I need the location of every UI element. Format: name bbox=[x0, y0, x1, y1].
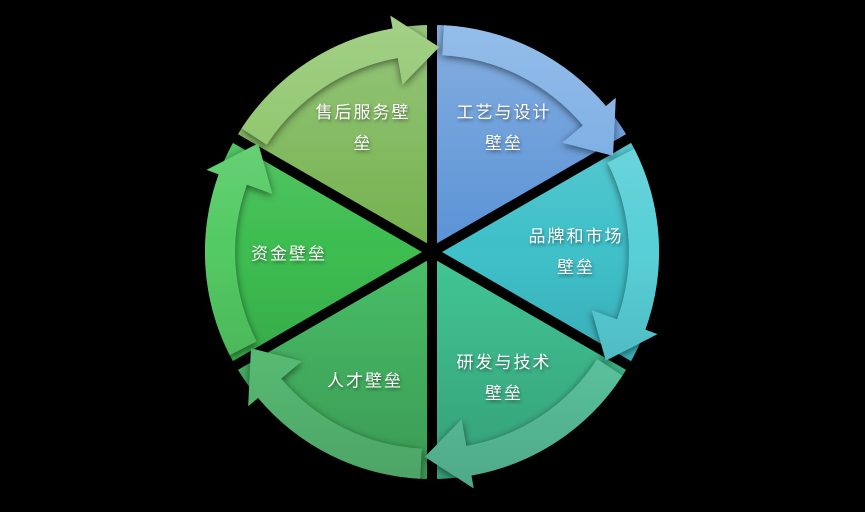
segment-separators bbox=[225, 16, 639, 488]
